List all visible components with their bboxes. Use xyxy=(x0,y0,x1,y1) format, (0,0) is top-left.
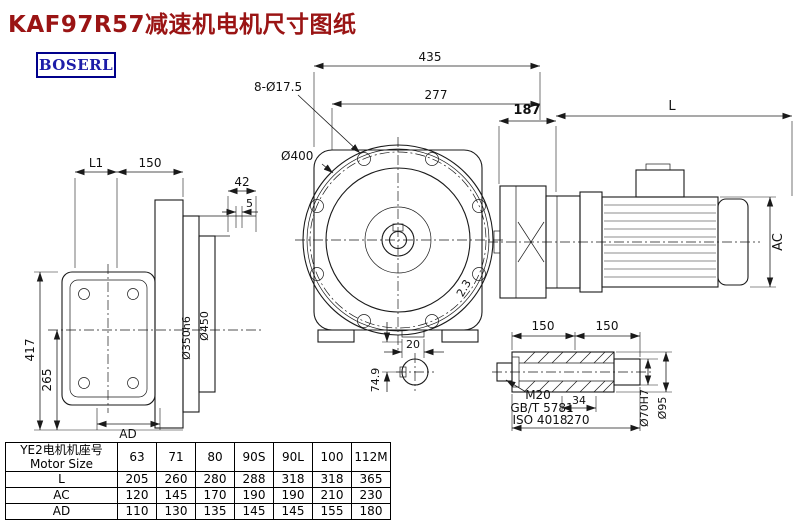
dim-d70H7-label: Ø70H7 xyxy=(638,389,651,427)
dim-74-9-label: 74.9 xyxy=(369,368,382,393)
housing-bolt-hole xyxy=(78,377,90,389)
shaft-step xyxy=(613,358,641,386)
value-cell: 190 xyxy=(273,487,313,504)
dim-270-label: 270 xyxy=(567,413,590,427)
value-cell: 145 xyxy=(273,503,313,520)
value-cell: 318 xyxy=(312,471,352,488)
value-cell: 130 xyxy=(156,503,196,520)
dim-d450-label: Ø450 xyxy=(198,311,211,341)
value-cell: 230 xyxy=(351,487,391,504)
size-col-71: 71 xyxy=(156,442,196,472)
size-col-90L: 90L xyxy=(273,442,313,472)
value-cell: 155 xyxy=(312,503,352,520)
hatching-top xyxy=(523,351,615,364)
dim-34-label: 34 xyxy=(572,394,586,407)
dim-d95-label: Ø95 xyxy=(656,397,669,420)
table-row-L: L 205 260 280 288 318 318 365 xyxy=(5,471,391,488)
dim-417-label: 417 xyxy=(23,339,37,362)
value-cell: 205 xyxy=(117,471,157,488)
flange-bolt-hole xyxy=(357,314,371,328)
row-label-AC: AC xyxy=(5,487,118,504)
dim-20-label: 20 xyxy=(406,338,420,351)
flange-bolt-hole xyxy=(472,199,486,213)
value-cell: 210 xyxy=(312,487,352,504)
row-label-L: L xyxy=(5,471,118,488)
motor-size-header: YE2电机机座号 Motor Size xyxy=(5,442,118,472)
row-label-AD: AD xyxy=(5,503,118,520)
flange-bolt-hole xyxy=(425,152,439,166)
value-cell: 190 xyxy=(234,487,274,504)
table-row-AD: AD 110 130 135 145 145 155 180 xyxy=(5,503,391,520)
flange-bolt-hole xyxy=(357,152,371,166)
dim-277-label: 277 xyxy=(425,88,448,102)
table-header-row: YE2电机机座号 Motor Size 63 71 80 90S 90L 100… xyxy=(5,442,391,472)
dim-265-label: 265 xyxy=(40,369,54,392)
value-cell: 145 xyxy=(234,503,274,520)
size-col-63: 63 xyxy=(117,442,157,472)
thread-M20-label: M20 xyxy=(525,388,551,402)
size-col-112M: 112M xyxy=(351,442,391,472)
boserl-logo-text: BOSERL xyxy=(38,56,114,74)
dim-150-left-label: 150 xyxy=(532,319,555,333)
terminal-box xyxy=(635,169,685,198)
side-view: 187 L xyxy=(488,99,793,299)
page-title: KAF97R57减速机电机尺寸图纸 xyxy=(8,12,357,38)
housing-bolt-hole xyxy=(127,377,139,389)
size-col-80: 80 xyxy=(195,442,235,472)
dim-L1-label: L1 xyxy=(89,156,103,170)
terminal-box-cap xyxy=(645,163,671,171)
table-row-AC: AC 120 145 170 190 190 210 230 xyxy=(5,487,391,504)
dim-187-label: 187 xyxy=(513,103,540,118)
gear-housing-face xyxy=(69,279,148,398)
front-view: Ø400 8-Ø17.5 435 277 20 2.3 xyxy=(254,50,541,393)
dim-AD-label: AD xyxy=(119,427,136,441)
standard-iso-label: ISO 4018 xyxy=(513,413,568,427)
dim-435-label: 435 xyxy=(419,50,442,64)
value-cell: 288 xyxy=(234,471,274,488)
size-col-100: 100 xyxy=(312,442,352,472)
foot-right xyxy=(441,329,479,343)
hatching-bottom xyxy=(523,380,615,393)
flange-spigot xyxy=(182,215,200,413)
value-cell: 365 xyxy=(351,471,391,488)
value-cell: 280 xyxy=(195,471,235,488)
dim-42-label: 42 xyxy=(234,175,249,189)
value-cell: 120 xyxy=(117,487,157,504)
housing-bolt-hole xyxy=(127,288,139,300)
fan-cover xyxy=(717,198,749,286)
motor-size-header-cn: YE2电机机座号 xyxy=(20,443,103,457)
shaft-detail: 150 150 M20 GB/T 5781 ISO 4018 34 270 Ø xyxy=(492,319,672,432)
dim-d350h6-label: Ø350h6 xyxy=(180,316,193,360)
flange-bolt-hole xyxy=(425,314,439,328)
motor-size-table: YE2电机机座号 Motor Size 63 71 80 90S 90L 100… xyxy=(5,442,391,520)
value-cell: 145 xyxy=(156,487,196,504)
dim-150-right-label: 150 xyxy=(596,319,619,333)
dim-AC-label: AC xyxy=(771,233,786,251)
output-flange-disc xyxy=(154,199,184,429)
dim-holes-label: 8-Ø17.5 xyxy=(254,80,302,94)
flange-bolt-hole xyxy=(310,267,324,281)
housing-bolt-hole xyxy=(78,288,90,300)
value-cell: 170 xyxy=(195,487,235,504)
value-cell: 260 xyxy=(156,471,196,488)
value-cell: 318 xyxy=(273,471,313,488)
motor-fins xyxy=(604,204,716,278)
flange-bolt-hole xyxy=(472,267,486,281)
dim-150-label: 150 xyxy=(139,156,162,170)
dim-L-label: L xyxy=(668,99,676,114)
left-view: 42 5 L1 150 417 265 xyxy=(23,156,262,441)
motor-size-header-en: Motor Size xyxy=(29,457,94,471)
standard-gb-label: GB/T 5781 xyxy=(510,401,573,415)
size-col-90S: 90S xyxy=(234,442,274,472)
flange-bolt-hole xyxy=(310,199,324,213)
value-cell: 110 xyxy=(117,503,157,520)
foot-left xyxy=(317,329,355,343)
dim-5-label: 5 xyxy=(246,197,253,210)
boserl-logo: BOSERL xyxy=(36,52,116,78)
value-cell: 135 xyxy=(195,503,235,520)
dim-d400-label: Ø400 xyxy=(281,149,313,163)
value-cell: 180 xyxy=(351,503,391,520)
gear-housing-outline xyxy=(61,271,156,406)
